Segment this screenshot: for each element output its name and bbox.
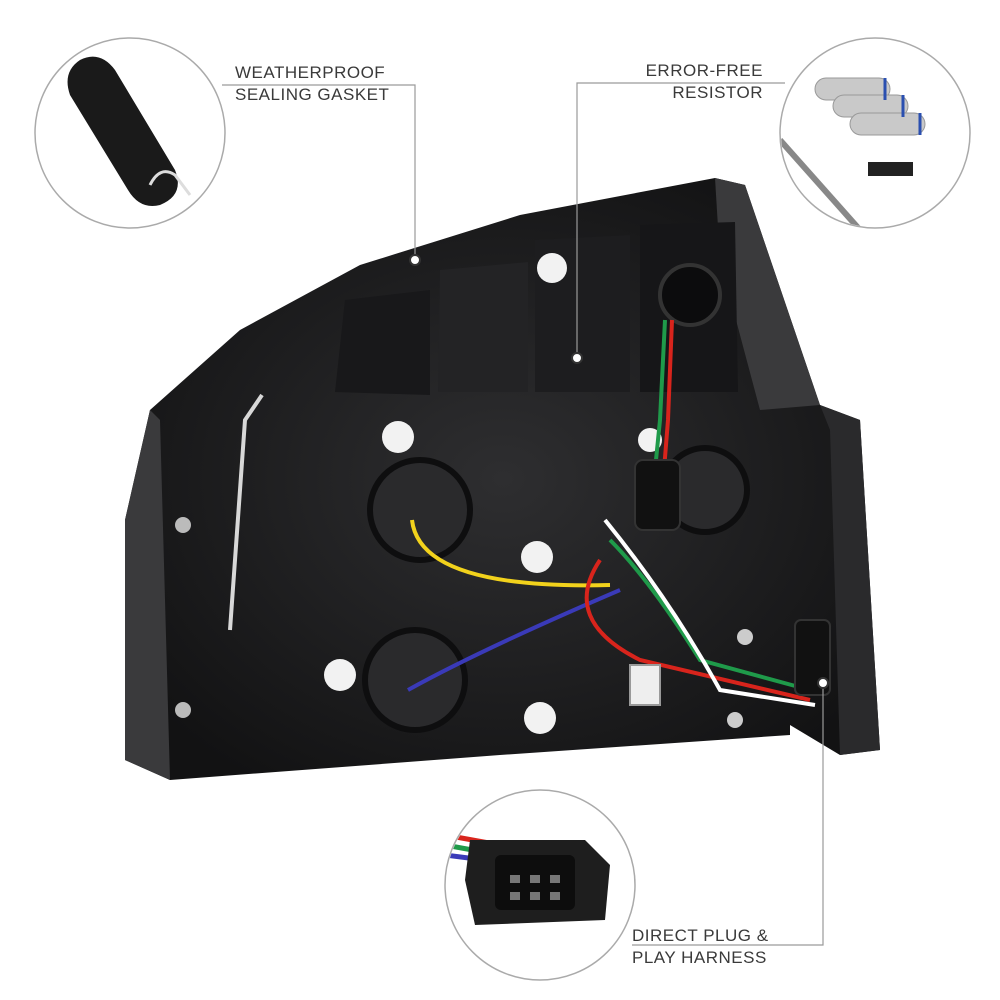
resistor-label-line2: RESISTOR: [672, 83, 763, 102]
gasket-detail-image: [34, 37, 226, 229]
resistor-detail-image: [779, 37, 971, 229]
gasket-callout-label: WEATHERPROOF SEALING GASKET: [235, 62, 389, 106]
harness-label-line1: DIRECT PLUG &: [632, 926, 769, 945]
harness-plug-detail-image: [444, 789, 636, 981]
gasket-label-line1: WEATHERPROOF: [235, 63, 386, 82]
harness-callout-label: DIRECT PLUG & PLAY HARNESS: [632, 925, 769, 969]
harness-label-line2: PLAY HARNESS: [632, 948, 767, 967]
tail-light-housing: [125, 178, 880, 780]
resistor-callout-label: ERROR-FREE RESISTOR: [600, 60, 763, 104]
wiring-harness: [407, 319, 831, 707]
gasket-label-line2: SEALING GASKET: [235, 85, 390, 104]
resistor-label-line1: ERROR-FREE: [645, 61, 763, 80]
callout-dots: [409, 254, 829, 689]
leader-lines: [222, 82, 824, 946]
